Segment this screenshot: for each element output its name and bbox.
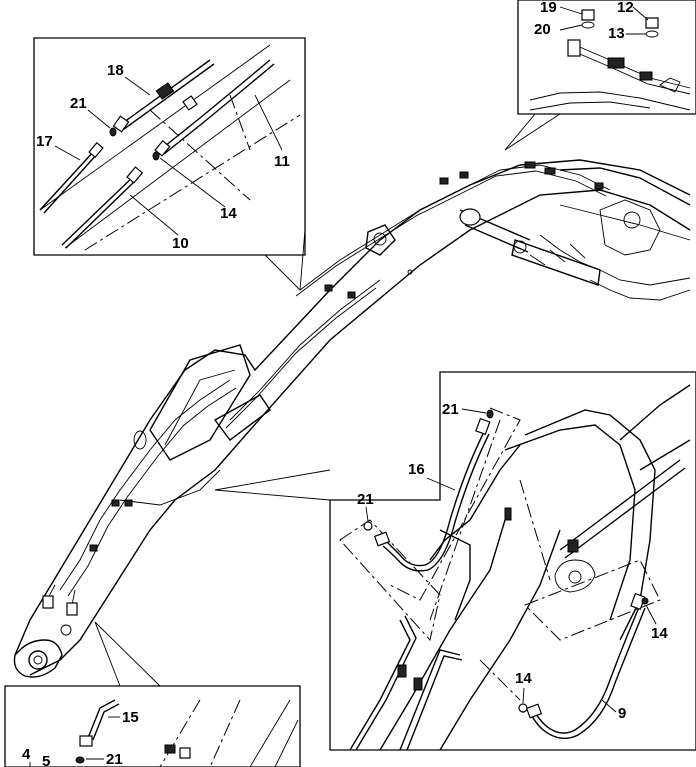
callout-12: 12 — [617, 0, 634, 16]
detail-inset-right: 21 16 21 14 14 9 — [214, 371, 696, 751]
callout-9: 9 — [618, 705, 626, 722]
detail-inset-bottom-left: 15 4 5 21 — [4, 621, 301, 767]
callout-14-lower: 14 — [515, 670, 532, 687]
detail-inset-top-left: 18 21 17 11 14 10 — [33, 37, 306, 292]
callout-15: 15 — [122, 709, 139, 726]
callout-21-left: 21 — [357, 491, 374, 508]
callout-20: 20 — [534, 21, 551, 38]
callout-4: 4 — [22, 746, 31, 763]
callout-16: 16 — [408, 461, 425, 478]
boom-assembly — [13, 159, 691, 678]
callout-13: 13 — [608, 25, 625, 42]
callout-14: 14 — [220, 205, 237, 222]
callout-14-right: 14 — [651, 625, 668, 642]
detail-inset-top-right: 19 12 20 13 — [504, 0, 696, 151]
callout-18: 18 — [107, 62, 124, 79]
callout-21-bottom: 21 — [106, 751, 123, 767]
callout-5: 5 — [42, 753, 50, 767]
callout-21-upper: 21 — [442, 401, 459, 418]
callout-19: 19 — [540, 0, 557, 16]
callout-10: 10 — [172, 235, 189, 252]
callout-11: 11 — [274, 153, 290, 170]
callout-21: 21 — [70, 95, 87, 112]
callout-17: 17 — [36, 133, 53, 150]
